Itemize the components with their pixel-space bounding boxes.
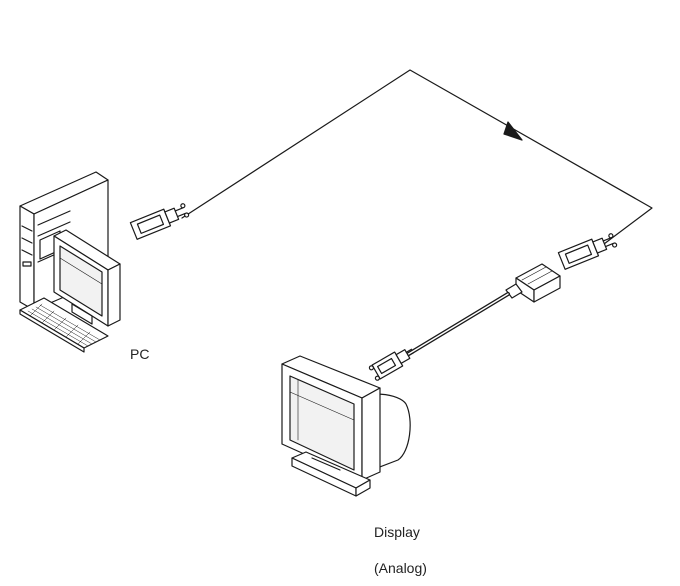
dvi-connector-icon [129, 203, 190, 240]
vga-cable [400, 292, 510, 360]
arrow-icon [503, 121, 523, 141]
pc-label: PC [130, 346, 150, 362]
signal-cable [181, 69, 653, 245]
vga-connector-icon [368, 348, 415, 381]
display-label: Display (Analog) [374, 502, 427, 586]
display-label-line1: Display [374, 524, 420, 540]
display-label-line2: (Analog) [374, 560, 427, 576]
connection-diagram [19, 69, 653, 497]
crt-display-icon [281, 355, 411, 497]
pc-group [19, 171, 121, 353]
monitor-icon [53, 229, 121, 327]
dvi-connector-icon [557, 233, 618, 270]
adapter-icon [505, 263, 561, 303]
keyboard-icon [19, 297, 109, 353]
